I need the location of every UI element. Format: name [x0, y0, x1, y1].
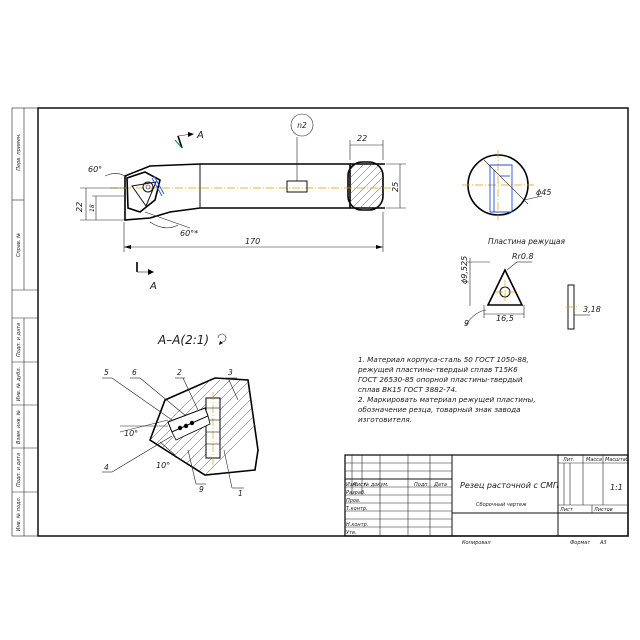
shank-hatching — [348, 162, 383, 210]
note-line: 1. Материал корпуса-сталь 50 ГОСТ 1050-8… — [358, 355, 529, 364]
tb-role-prov: Пров. — [346, 498, 361, 504]
section-view: A–A(2:1) — [102, 333, 259, 498]
tb-col-list: Лист — [352, 482, 367, 488]
marking-plate — [286, 180, 308, 193]
insert-detail: ϕ45 Пластина режущая 16,5 Rr0.8 ϕ9,525 9… — [460, 150, 601, 330]
tb-col-izm: Изм. — [346, 482, 358, 488]
section-mark-bottom: A — [149, 281, 157, 292]
angle-top: 10° — [124, 429, 138, 438]
screw-head — [142, 181, 154, 193]
dim-9: 9 — [464, 319, 469, 328]
cutting-head — [126, 171, 161, 213]
tb-col-doc: № докум. — [363, 482, 389, 488]
callout-6: 6 — [132, 368, 137, 377]
callout-n2 — [290, 113, 314, 137]
dim-22-top: 22 — [357, 134, 367, 143]
stamp-podl: Инв. № подл. — [16, 497, 22, 532]
note-line: изготовителя. — [358, 415, 412, 424]
tb-sheet: Лист — [559, 507, 574, 513]
section-body — [149, 377, 259, 476]
tb-scale: Масштаб — [605, 457, 629, 463]
stamp-podp2: Подп. и дата — [16, 453, 22, 487]
note-line: обозначение резца, товарный знак завода — [358, 405, 520, 414]
dim-22-left: 22 — [75, 202, 84, 212]
tb-subtitle: Сборочный чертеж — [476, 502, 527, 508]
technical-notes: 1. Материал корпуса-сталь 50 ГОСТ 1050-8… — [357, 355, 536, 424]
callout-5: 5 — [104, 368, 109, 377]
main-view: n2 A A 22 25 22 18 — [75, 113, 406, 292]
title-block: Изм. Лист № докум. Подп. Дата Разраб. Пр… — [344, 454, 629, 546]
tb-role-razrab: Разраб. — [346, 490, 366, 496]
tb-mass: Масса — [586, 457, 602, 463]
dim-d45: ϕ45 — [536, 188, 551, 197]
section-mark-top: A — [196, 130, 204, 141]
tb-format-value: A3 — [599, 540, 607, 546]
dim-318: 3,18 — [583, 305, 601, 314]
angle-bottom: 10° — [156, 461, 170, 470]
stamp-sprav: Справ. № — [16, 233, 22, 257]
stamp-podp1: Подп. и дата — [16, 323, 22, 357]
insert-caption: Пластина режущая — [488, 237, 566, 246]
dim-60-bottom: 60°* — [180, 229, 198, 238]
tb-role-tkontr: Т.контр. — [346, 506, 368, 512]
stamp-vzam: Взам. инв. № — [16, 410, 22, 444]
label-n2: n2 — [297, 121, 307, 130]
callout-2: 2 — [177, 368, 182, 377]
tb-role-utv: Утв. — [346, 530, 357, 536]
note-line: 2. Маркировать материал режущей пластины… — [358, 395, 536, 404]
dim-60-top: 60° — [88, 165, 102, 174]
dim-d9525: ϕ9,525 — [460, 256, 469, 284]
dim-25: 25 — [391, 182, 400, 192]
tb-lit: Лит. — [562, 457, 575, 463]
tb-designation: Резец расточной с СМП — [460, 481, 559, 490]
note-line: режущей пластины-твердый сплав Т15К6 — [357, 365, 518, 374]
tb-role-nkontr: Н.контр. — [346, 522, 368, 528]
section-title: A–A(2:1) — [157, 333, 209, 347]
dim-r08: Rr0.8 — [512, 252, 534, 261]
section-hatching — [150, 379, 258, 475]
callout-3: 3 — [228, 368, 233, 377]
tb-col-date: Дата — [433, 482, 447, 488]
callout-4: 4 — [104, 463, 109, 472]
tb-scale-value: 1:1 — [610, 483, 623, 492]
dim-170: 170 — [245, 237, 260, 246]
stamp-perv: Перв. примен. — [16, 133, 22, 171]
inner-frame — [37, 107, 629, 537]
shank-end — [347, 161, 384, 211]
insert-shape — [486, 268, 524, 306]
tb-sheets: Листов — [593, 507, 613, 513]
tb-col-podp: Подп. — [414, 482, 429, 488]
tb-format: Формат — [570, 540, 591, 546]
callout-1: 1 — [238, 489, 243, 498]
callout-9: 9 — [199, 485, 204, 494]
note-line: ГОСТ 26530-85 опорной пластины-твердый — [358, 375, 523, 384]
dim-18: 18 — [89, 204, 96, 212]
tool-body — [124, 163, 351, 221]
dim-165: 16,5 — [496, 314, 514, 323]
stamp-dubl: Инв. № дубл. — [16, 367, 22, 401]
tb-copied: Копировал — [462, 540, 491, 546]
note-line: сплав ВК15 ГОСТ 3882-74. — [358, 385, 457, 394]
side-stamp: Перв. примен. Справ. № Подп. и дата Инв.… — [12, 108, 38, 536]
